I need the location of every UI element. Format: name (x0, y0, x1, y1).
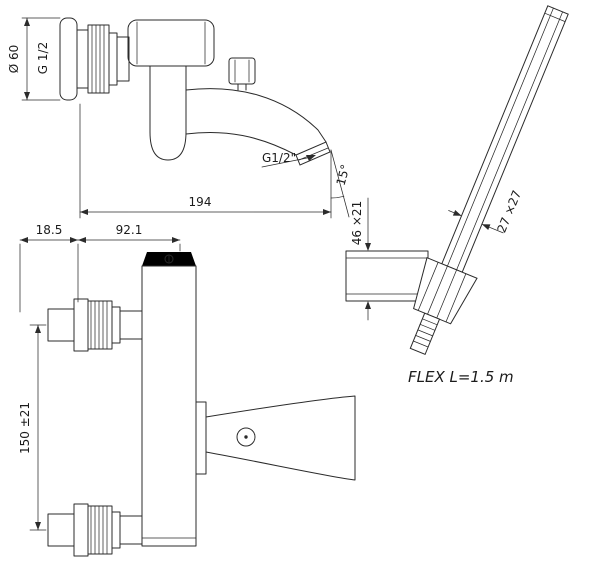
cone-nut (413, 257, 478, 325)
label-spout-thread: G1/2" (262, 151, 296, 165)
dim-chain-offsets: 18.5 92.1 (19, 223, 181, 313)
valve-top (47, 298, 143, 352)
dim-label-spout-reach: 194 (189, 195, 212, 209)
dim-label-flange-diameter: Ø 60 (7, 45, 21, 74)
hand-shower: 46 ×21 27 ×27 FLEX L=1.5 m (345, 5, 569, 386)
lever-handle (195, 395, 356, 481)
side-view: Ø 60 G 1/2 194 G1/2" 15° (7, 17, 353, 219)
holder-bracket (345, 250, 429, 302)
diverter-knob (228, 57, 256, 91)
dim-label-handle-section: 27 ×27 (494, 188, 524, 234)
dim-label-offset-right: 92.1 (116, 223, 143, 237)
dim-spout-angle: 15° (330, 149, 353, 219)
dim-flange-diameter: Ø 60 (7, 17, 61, 101)
dim-inlet-centers: 150 ±21 (18, 324, 47, 531)
threaded-stud (409, 312, 441, 356)
wall-connection-side (59, 17, 130, 101)
mixer-body-front (141, 252, 197, 547)
dim-bracket-size: 46 ×21 (350, 197, 371, 321)
front-view: 18.5 92.1 (18, 223, 356, 557)
dim-label-inlet-centers: 150 ±21 (18, 402, 32, 454)
shower-handle (441, 5, 569, 273)
spout (185, 88, 331, 166)
dim-spout-reach: 194 (79, 103, 332, 219)
dim-label-bracket-size: 46 ×21 (350, 201, 364, 245)
mixer-body-side (127, 19, 215, 161)
label-inlet-thread: G 1/2 (36, 42, 50, 74)
label-spout-thread-group: G1/2" (261, 151, 316, 168)
dim-label-offset-left: 18.5 (36, 223, 63, 237)
flex-note: FLEX L=1.5 m (408, 368, 514, 386)
dim-label-spout-angle: 15° (334, 163, 353, 187)
valve-bottom (47, 503, 143, 557)
